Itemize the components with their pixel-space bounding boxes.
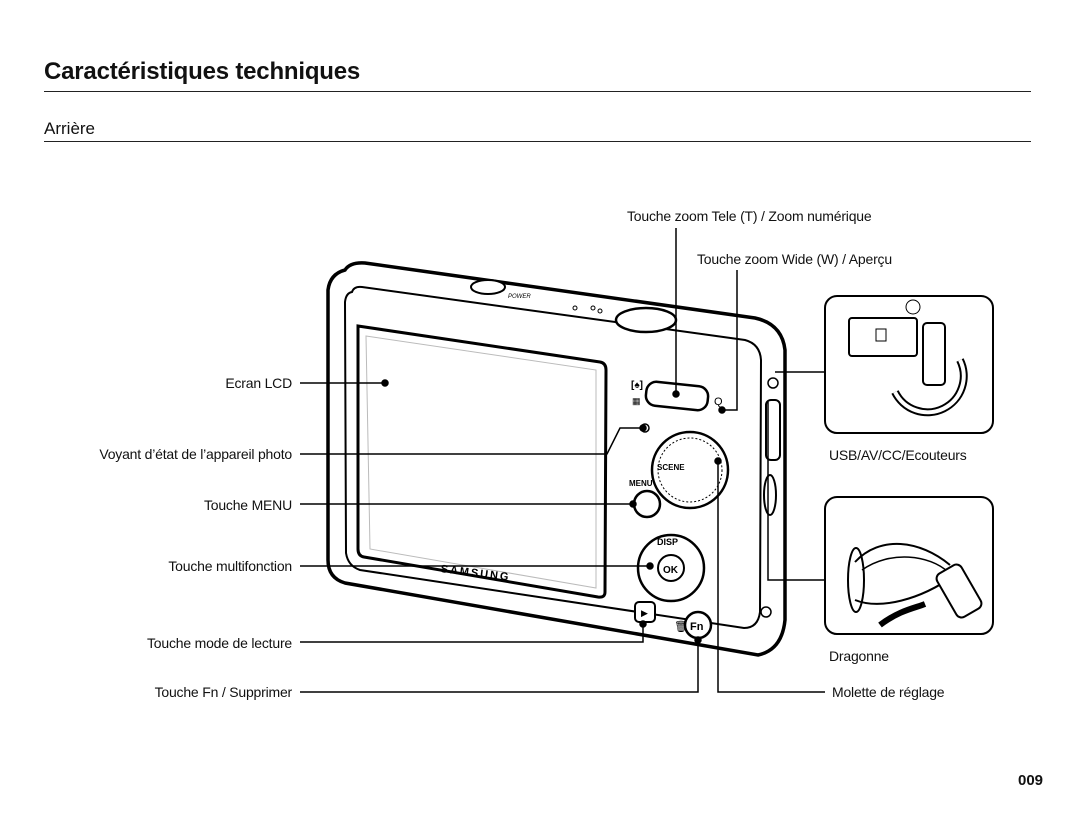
svg-text:DISP: DISP bbox=[657, 537, 678, 547]
power-label: POWER bbox=[508, 294, 531, 300]
page-number: 009 bbox=[1018, 772, 1044, 789]
menu-button bbox=[632, 489, 662, 519]
title-divider bbox=[44, 91, 1031, 92]
svg-text:▶: ▶ bbox=[641, 609, 648, 619]
label-dragonne: Dragonne bbox=[829, 648, 889, 664]
shutter-button bbox=[614, 306, 678, 334]
mode-dial: SCENE bbox=[650, 430, 730, 510]
label-molette: Molette de réglage bbox=[832, 684, 945, 700]
svg-text:OK: OK bbox=[663, 565, 679, 576]
label-usb: USB/AV/CC/Ecouteurs bbox=[829, 447, 967, 463]
power-button bbox=[470, 279, 506, 295]
label-lecture: Touche mode de lecture bbox=[146, 635, 292, 651]
svg-text:🗑: 🗑 bbox=[674, 620, 688, 633]
page-title: Caractéristiques techniques bbox=[44, 58, 361, 85]
ok-button bbox=[657, 554, 685, 582]
svg-text:SCENE: SCENE bbox=[657, 463, 685, 472]
usb-port-cover bbox=[765, 399, 781, 461]
strap-inset bbox=[824, 496, 994, 635]
svg-text:[♠]: [♠] bbox=[631, 380, 643, 391]
svg-text:MENU: MENU bbox=[629, 479, 653, 488]
label-voyant: Voyant d’état de l’appareil photo bbox=[99, 446, 292, 462]
lcd-inner bbox=[365, 335, 597, 589]
svg-text:▦: ▦ bbox=[632, 396, 641, 406]
label-zoom-tele: Touche zoom Tele (T) / Zoom numérique bbox=[627, 208, 872, 224]
svg-text:Q: Q bbox=[714, 396, 723, 408]
section-subtitle: Arrière bbox=[44, 119, 96, 138]
label-zoom-wide: Touche zoom Wide (W) / Aperçu bbox=[697, 251, 892, 267]
usb-inset bbox=[824, 295, 994, 434]
svg-text:Fn: Fn bbox=[690, 621, 704, 633]
subtitle-divider bbox=[44, 141, 1031, 142]
label-multifonction: Touche multifonction bbox=[168, 558, 292, 574]
lcd-screen bbox=[356, 324, 608, 599]
label-fn-supprimer: Touche Fn / Supprimer bbox=[154, 684, 293, 700]
strap-eyelet bbox=[763, 474, 777, 516]
label-ecran-lcd: Ecran LCD bbox=[225, 375, 292, 391]
label-menu: Touche MENU bbox=[203, 497, 292, 513]
